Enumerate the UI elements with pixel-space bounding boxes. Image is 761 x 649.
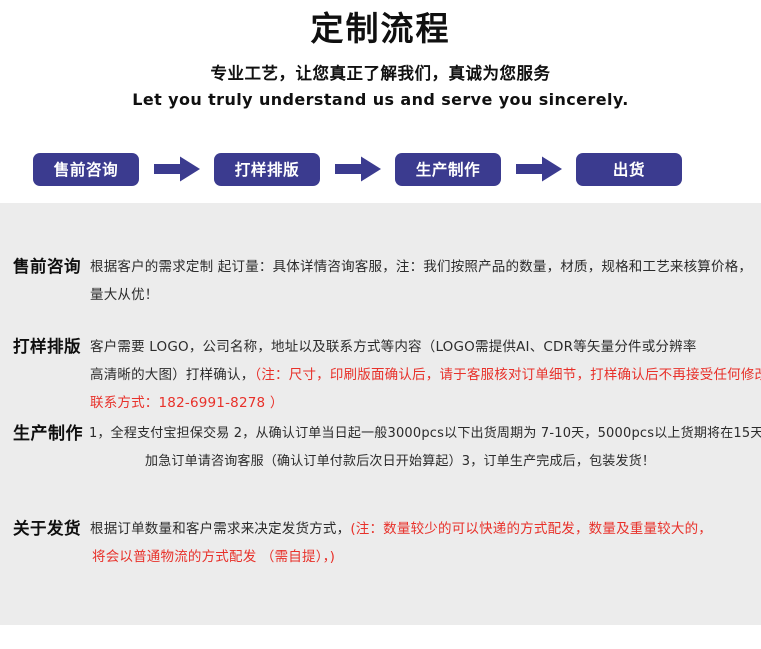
flow-step-4-button[interactable]: 出货 xyxy=(576,152,682,186)
arrow-right-icon xyxy=(139,156,214,182)
detail-line: 1，全程支付宝担保交易 2，从确认订单当日起一般3000pcs以下出货周期为 7… xyxy=(89,420,761,448)
detail-row-label-shipping: 关于发货 xyxy=(13,519,81,538)
detail-line: 加急订单请咨询客服（确认订单付款后次日开始算起）3，订单生产完成后，包装发货！ xyxy=(89,448,761,476)
detail-row-body-produce: 1，全程支付宝担保交易 2，从确认订单当日起一般3000pcs以下出货周期为 7… xyxy=(89,420,761,476)
detail-text: 根据客户的需求定制 起订量：具体详情咨询客服，注：我们按照产品的数量，材质，规格… xyxy=(90,259,753,275)
detail-line: 根据客户的需求定制 起订量：具体详情咨询客服，注：我们按照产品的数量，材质，规格… xyxy=(90,253,753,281)
detail-text-highlight: 将会以普通物流的方式配发 （需自提），) xyxy=(92,549,336,565)
flow-step-label: 打样排版 xyxy=(234,161,300,179)
subtitle-chinese: 专业工艺，让您真正了解我们，真诚为您服务 xyxy=(210,64,551,83)
detail-text: 加急订单请咨询客服（确认订单付款后次日开始算起）3，订单生产完成后，包装发货！ xyxy=(145,454,656,469)
detail-row-presale: 售前咨询根据客户的需求定制 起订量：具体详情咨询客服，注：我们按照产品的数量，材… xyxy=(0,253,761,309)
flow-step-2-button[interactable]: 打样排版 xyxy=(214,152,320,186)
detail-row-produce: 生产制作 1，全程支付宝担保交易 2，从确认订单当日起一般3000pcs以下出货周… xyxy=(0,420,761,476)
detail-text: 客户需要 LOGO，公司名称，地址以及联系方式等内容（LOGO需提供AI、CDR… xyxy=(90,339,697,355)
detail-row-proof: 打样排版客户需要 LOGO，公司名称，地址以及联系方式等内容（LOGO需提供AI… xyxy=(0,333,761,417)
detail-text: 1，全程支付宝担保交易 2，从确认订单当日起一般3000pcs以下出货周期为 7… xyxy=(89,426,761,441)
detail-row-label-proof: 打样排版 xyxy=(13,337,81,356)
details-panel: 售前咨询根据客户的需求定制 起订量：具体详情咨询客服，注：我们按照产品的数量，材… xyxy=(0,203,761,625)
arrow-right-icon xyxy=(320,156,395,182)
detail-text-highlight: 联系方式：182-6991-8278 ） xyxy=(90,395,284,411)
detail-line: 联系方式：182-6991-8278 ） xyxy=(90,389,761,417)
detail-text: 高清晰的大图）打样确认， xyxy=(90,367,255,383)
subtitle-english: Let you truly understand us and serve yo… xyxy=(132,90,629,109)
flow-step-1-button[interactable]: 售前咨询 xyxy=(33,152,139,186)
detail-text: 量大从优！ xyxy=(90,287,159,303)
detail-line: 根据订单数量和客户需求来决定发货方式，(注：数量较少的可以快递的方式配发，数量及… xyxy=(90,515,753,543)
detail-text-highlight: （注：尺寸，印刷版面确认后，请于客服核对订单细节，打样确认后不再接受任何修改， xyxy=(254,367,761,383)
flow-step-label: 生产制作 xyxy=(415,161,481,179)
detail-line: 高清晰的大图）打样确认，（注：尺寸，印刷版面确认后，请于客服核对订单细节，打样确… xyxy=(90,361,761,389)
detail-line: 将会以普通物流的方式配发 （需自提），) xyxy=(90,543,753,571)
page-title: 定制流程 xyxy=(310,9,451,48)
detail-row-label-presale: 售前咨询 xyxy=(13,257,81,276)
detail-row-body-shipping: 根据订单数量和客户需求来决定发货方式，(注：数量较少的可以快递的方式配发，数量及… xyxy=(90,515,753,571)
page-header: 定制流程 专业工艺，让您真正了解我们，真诚为您服务 Let you truly … xyxy=(0,0,761,112)
detail-row-label-produce: 生产制作 xyxy=(13,424,83,444)
process-flow: 售前咨询 打样排版 生产制作 出货 xyxy=(0,138,761,200)
flow-step-label: 出货 xyxy=(612,161,646,179)
flow-step-3-button[interactable]: 生产制作 xyxy=(395,152,501,186)
detail-line: 客户需要 LOGO，公司名称，地址以及联系方式等内容（LOGO需提供AI、CDR… xyxy=(90,333,761,361)
arrow-right-icon xyxy=(501,156,576,182)
detail-text: 根据订单数量和客户需求来决定发货方式， xyxy=(90,521,351,537)
detail-row-body-presale: 根据客户的需求定制 起订量：具体详情咨询客服，注：我们按照产品的数量，材质，规格… xyxy=(90,253,753,309)
detail-line: 量大从优！ xyxy=(90,281,753,309)
flow-step-label: 售前咨询 xyxy=(53,161,119,179)
detail-row-body-proof: 客户需要 LOGO，公司名称，地址以及联系方式等内容（LOGO需提供AI、CDR… xyxy=(90,333,761,417)
detail-row-shipping: 关于发货根据订单数量和客户需求来决定发货方式，(注：数量较少的可以快递的方式配发… xyxy=(0,515,761,571)
detail-text-highlight: (注：数量较少的可以快递的方式配发，数量及重量较大的， xyxy=(350,521,712,537)
